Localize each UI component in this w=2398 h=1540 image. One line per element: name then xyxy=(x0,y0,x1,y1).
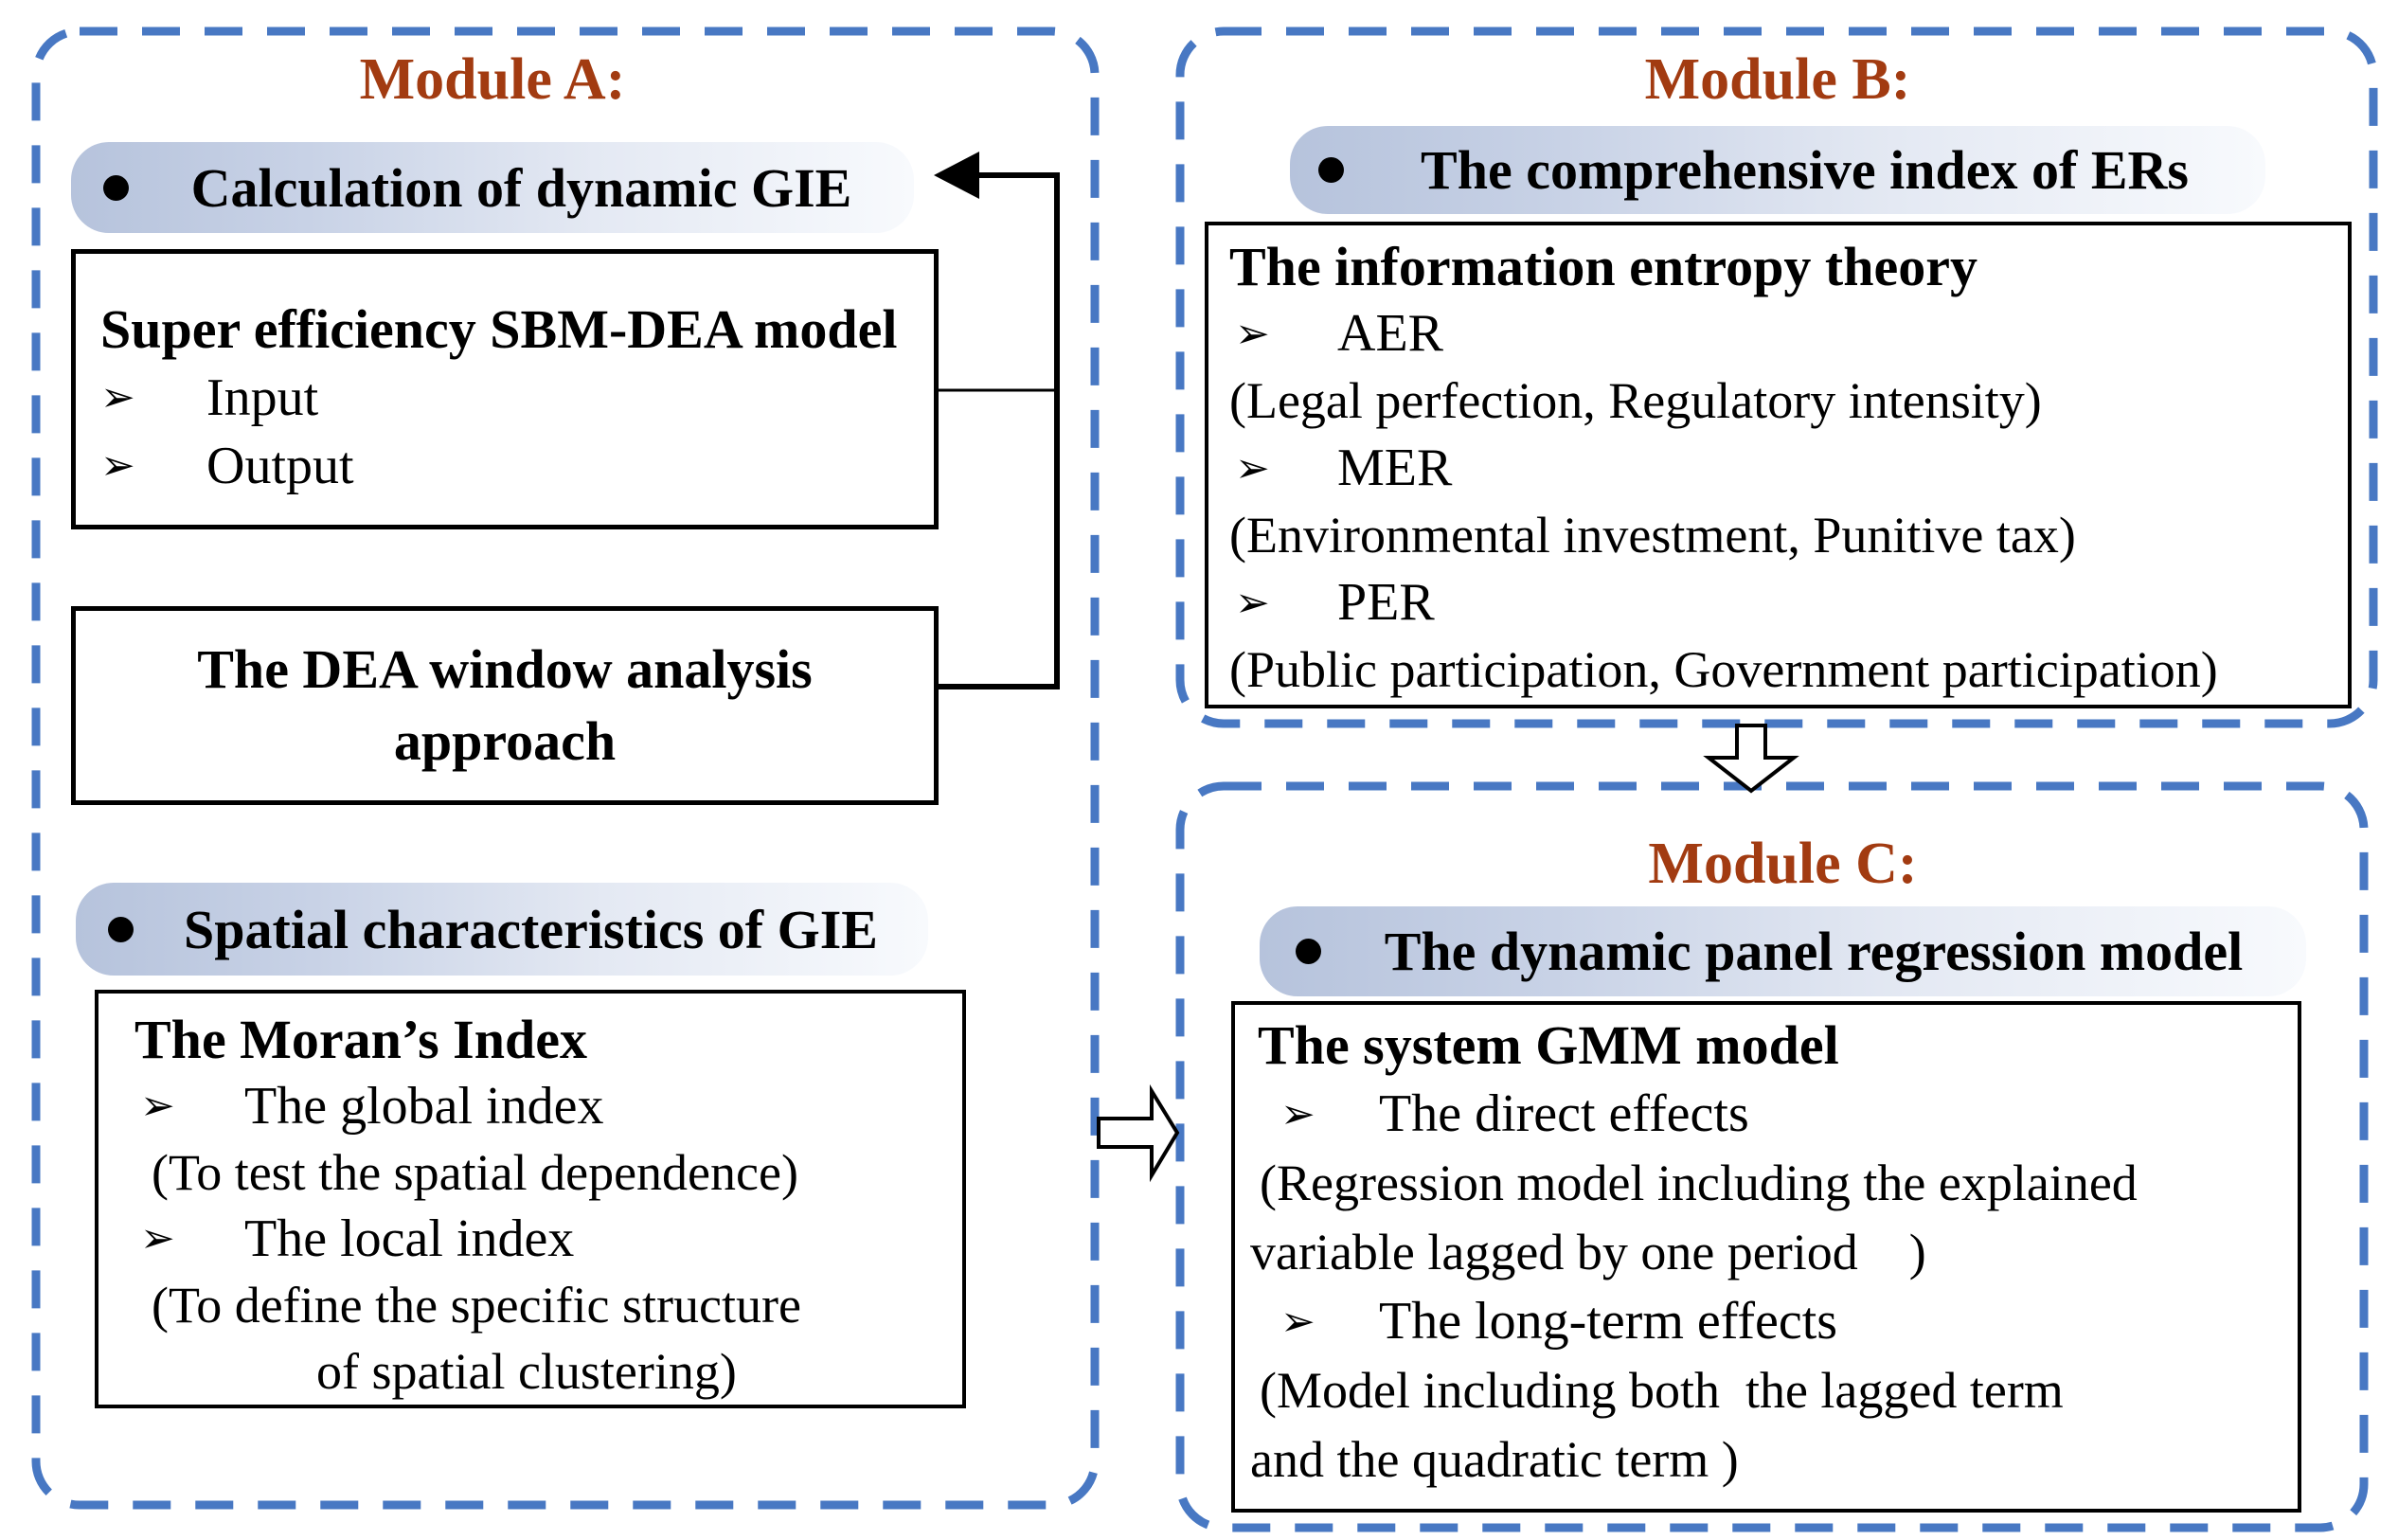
list-item-label: Output xyxy=(206,437,354,495)
arrowhead-bullet-icon: ➢ xyxy=(100,441,135,490)
arrowhead-bullet-icon: ➢ xyxy=(1235,310,1270,358)
box-line: The DEA window analysis xyxy=(197,638,813,700)
header-calculation-of-dynamic-gie: Calculation of dynamic GIE xyxy=(71,142,914,233)
box-title: The information entropy theory xyxy=(1229,236,1977,297)
header-label: The dynamic panel regression model xyxy=(1384,921,2244,982)
list-item: ➢ AER xyxy=(1208,300,2348,367)
box-line: approach xyxy=(393,710,617,772)
arrowhead-bullet-icon: ➢ xyxy=(1235,579,1270,627)
arrowhead-bullet-icon: ➢ xyxy=(140,1214,175,1262)
list-item: ➢ MER xyxy=(1208,435,2348,502)
list-note: (Regression model including the explaine… xyxy=(1260,1155,2138,1211)
bullet-dot-icon xyxy=(103,174,129,201)
bullet-dot-icon xyxy=(1296,939,1321,964)
module-c-title: Module C: xyxy=(1648,832,1918,896)
list-item-label: Input xyxy=(206,368,319,427)
list-note: (Environmental investment, Punitive tax) xyxy=(1229,507,2076,564)
list-note: variable lagged by one period ) xyxy=(1250,1224,1926,1280)
list-item-label: The global index xyxy=(244,1077,604,1136)
box-title: The Moran’s Index xyxy=(134,1009,587,1070)
arrowhead-bullet-icon: ➢ xyxy=(1280,1090,1315,1138)
header-dynamic-panel-regression: The dynamic panel regression model xyxy=(1260,906,2306,996)
list-item: ➢ The direct effects xyxy=(1235,1080,2298,1149)
list-item-label: The long-term effects xyxy=(1379,1292,1838,1351)
list-item: ➢ The global index xyxy=(98,1073,962,1139)
box-information-entropy: The information entropy theory ➢ AER (Le… xyxy=(1205,222,2352,708)
left-arrowhead-icon xyxy=(934,152,979,199)
module-a-title: Module A: xyxy=(359,47,626,112)
list-note: (To define the specific structure xyxy=(152,1277,801,1334)
header-label: The comprehensive index of ERs xyxy=(1421,139,2189,201)
header-comprehensive-index-ers: The comprehensive index of ERs xyxy=(1290,126,2265,214)
list-item: ➢ PER xyxy=(1208,569,2348,636)
list-note: of spatial clustering) xyxy=(316,1343,737,1400)
header-label: Calculation of dynamic GIE xyxy=(190,156,852,219)
module-b-title: Module B: xyxy=(1644,47,1911,112)
list-note: (Public participation, Government partic… xyxy=(1229,641,2218,698)
arrowhead-bullet-icon: ➢ xyxy=(100,373,135,421)
list-note: (Legal perfection, Regulatory intensity) xyxy=(1229,372,2042,429)
box-system-gmm-model: The system GMM model ➢ The direct effect… xyxy=(1231,1001,2301,1513)
list-item: ➢ Input xyxy=(76,364,934,432)
list-note: (To test the spatial dependence) xyxy=(152,1144,798,1201)
list-item: ➢ The local index xyxy=(98,1206,962,1272)
elbow-arrow-boxes-to-gie-header xyxy=(939,172,1060,689)
arrowhead-bullet-icon: ➢ xyxy=(1235,444,1270,492)
list-item-label: PER xyxy=(1337,573,1435,632)
right-arrow-a-to-c-icon xyxy=(1097,1083,1180,1183)
list-item-label: The local index xyxy=(244,1209,575,1268)
list-item: ➢ The long-term effects xyxy=(1235,1287,2298,1356)
box-morans-index: The Moran’s Index ➢ The global index (To… xyxy=(95,990,966,1408)
list-note: and the quadratic term ) xyxy=(1250,1431,1739,1488)
list-item-label: The direct effects xyxy=(1379,1084,1749,1143)
box-dea-window-analysis: The DEA window analysis approach xyxy=(71,606,939,805)
list-item-label: MER xyxy=(1337,439,1453,497)
box-title: Super efficiency SBM-DEA model xyxy=(100,298,898,360)
bullet-dot-icon xyxy=(108,916,134,942)
bullet-dot-icon xyxy=(1318,157,1344,183)
down-arrow-b-to-c-icon xyxy=(1703,724,1799,794)
header-spatial-characteristics-gie: Spatial characteristics of GIE xyxy=(76,883,928,976)
box-sbm-dea-model: Super efficiency SBM-DEA model ➢ Input ➢… xyxy=(71,249,939,529)
arrowhead-bullet-icon: ➢ xyxy=(1280,1298,1315,1346)
list-note: (Model including both the lagged term xyxy=(1260,1362,2064,1419)
header-label: Spatial characteristics of GIE xyxy=(184,898,878,960)
arrowhead-bullet-icon: ➢ xyxy=(140,1082,175,1130)
list-item-label: AER xyxy=(1337,304,1443,363)
box-title: The system GMM model xyxy=(1258,1014,1839,1076)
list-item: ➢ Output xyxy=(76,432,934,500)
